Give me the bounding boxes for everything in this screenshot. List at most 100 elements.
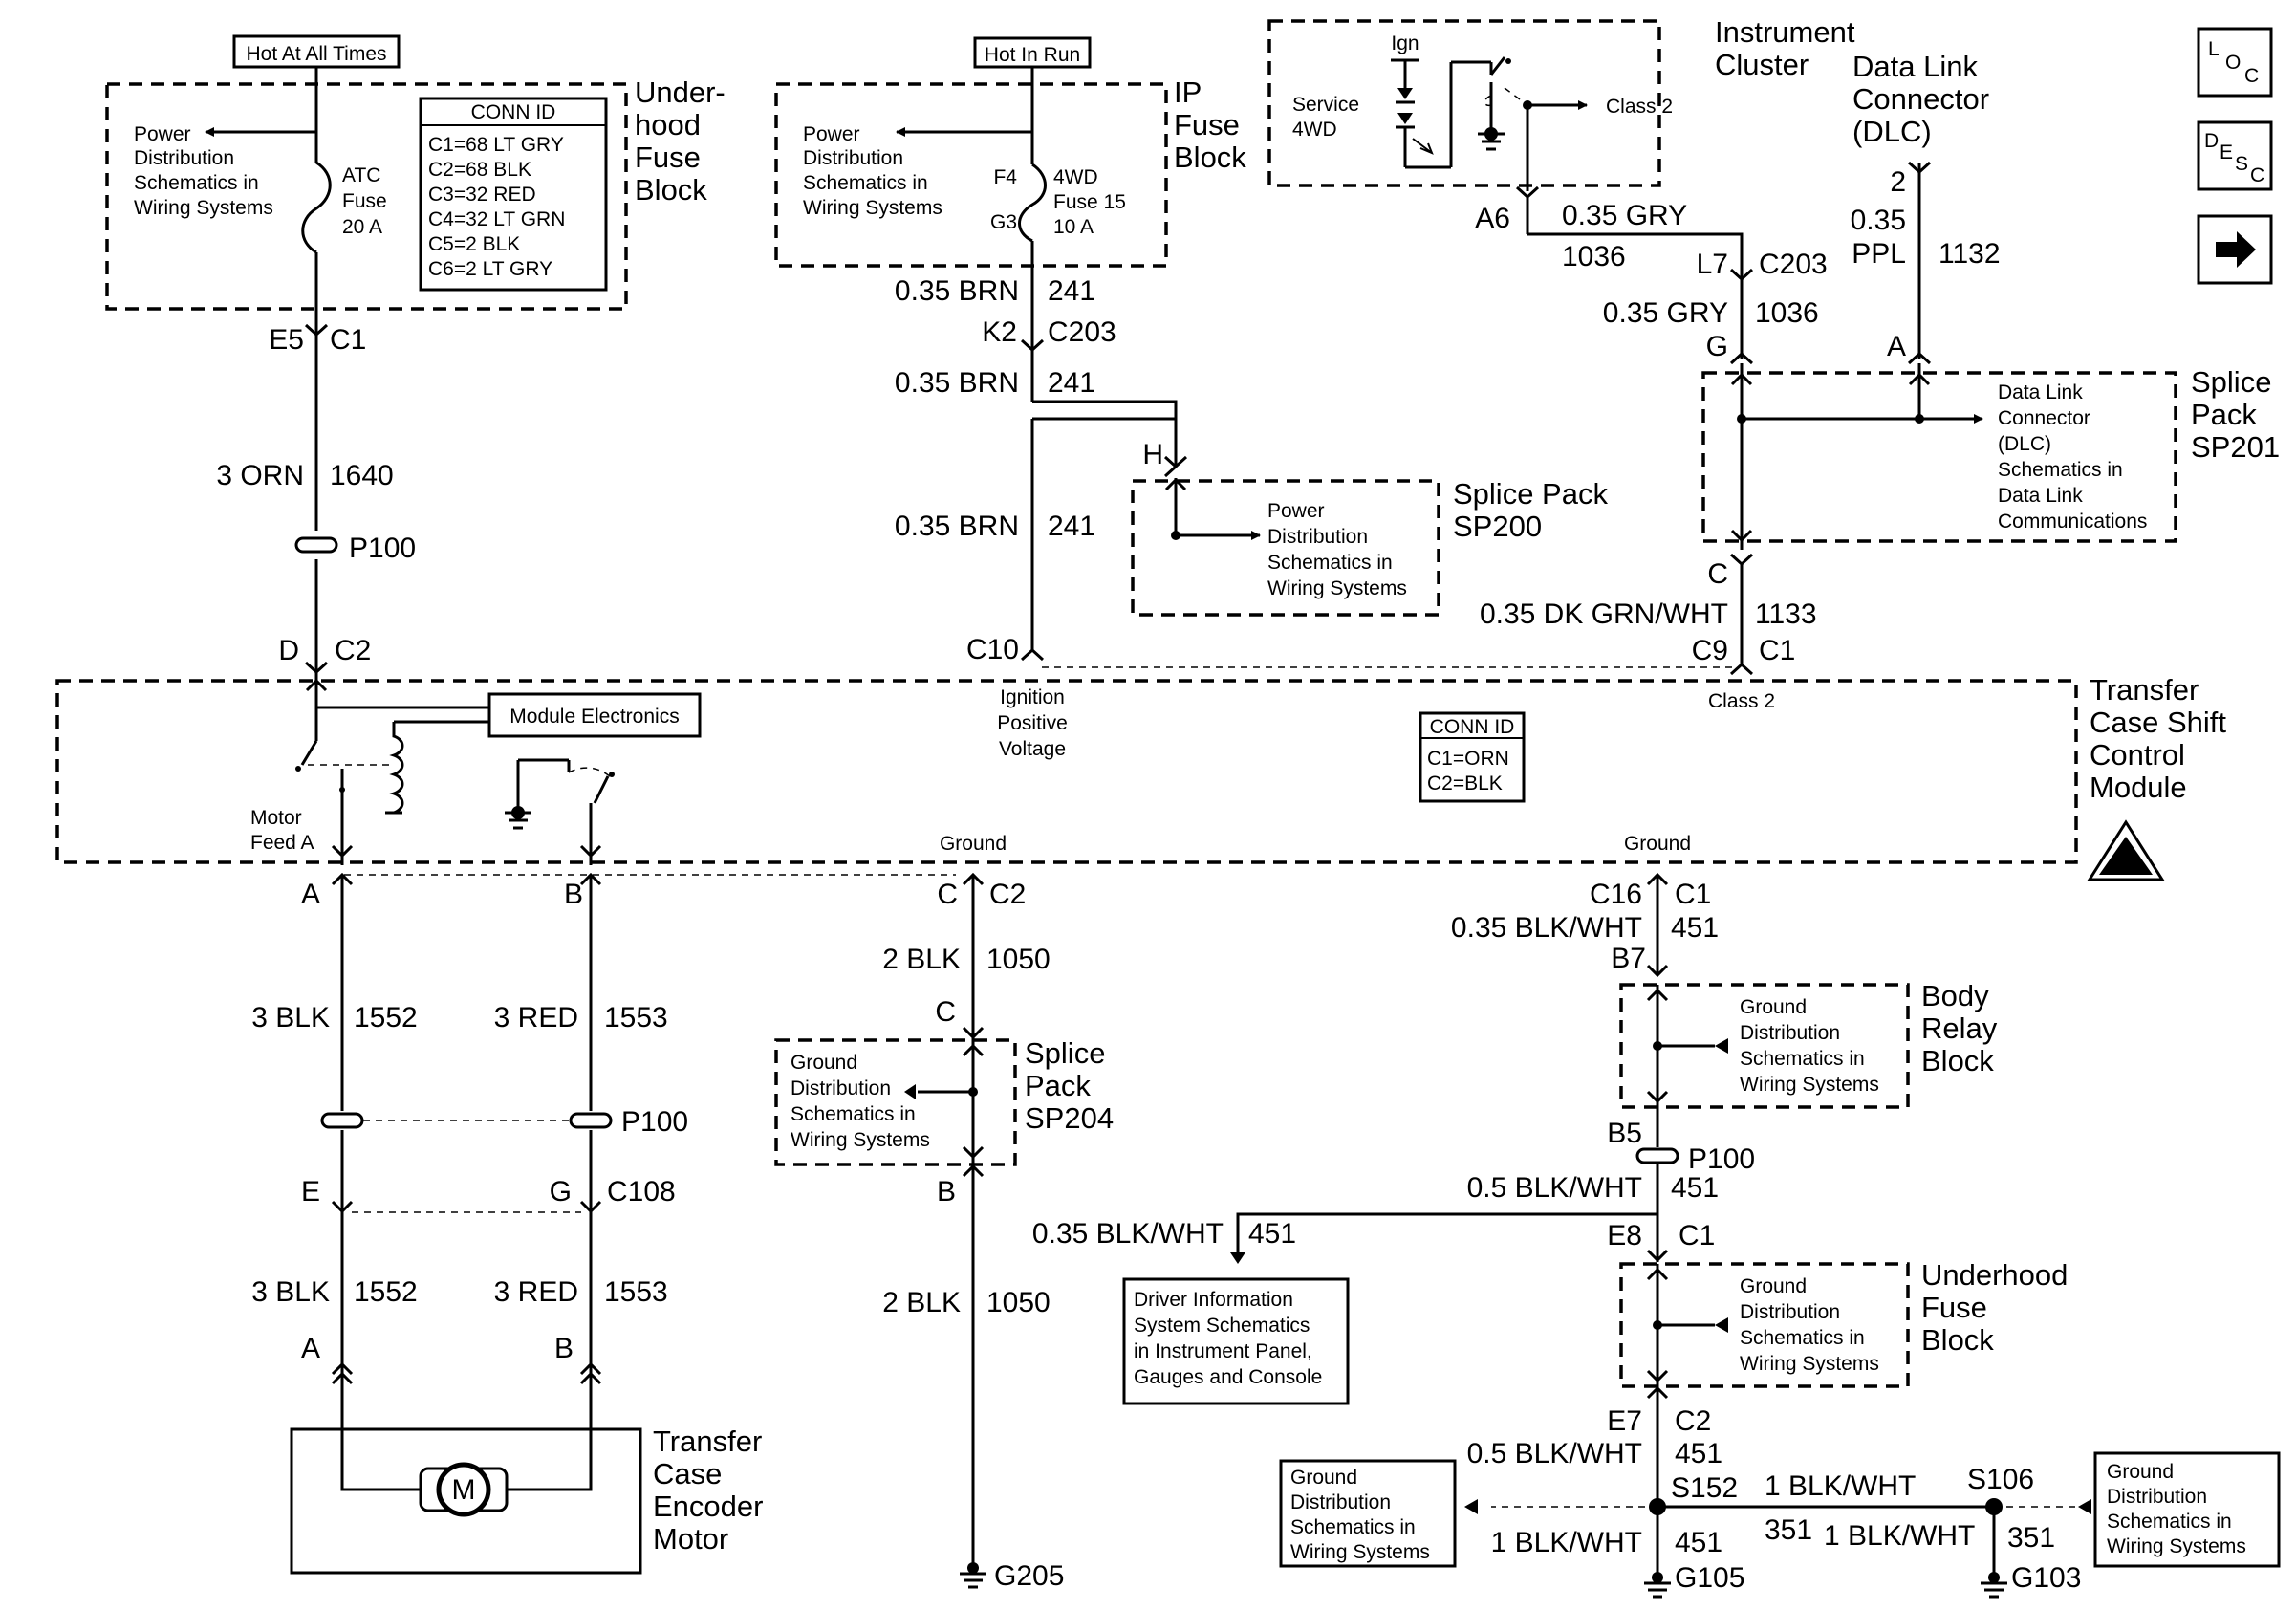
circuit-1553: 1553 — [604, 1002, 668, 1033]
ip-fuse-block: Hot In Run IP Fuse Block Power Distribut… — [774, 36, 1246, 349]
pin-a6: A6 — [1475, 203, 1510, 234]
data-link-connector: Data Link Connector (DLC) 2 0.35 PPL 113… — [1851, 50, 2001, 365]
dlc-wire-color: PPL — [1852, 238, 1906, 270]
conn-c1: C1 — [1759, 635, 1795, 666]
sp201-ref: Data Link — [1998, 485, 2083, 507]
ground-icon — [960, 1572, 986, 1589]
gnd-ref-3: Schematics in — [791, 1103, 916, 1125]
p100-label: P100 — [349, 533, 416, 564]
gnd-ref-1: Ground — [1740, 996, 1807, 1018]
nav-desc-button[interactable]: D E S C — [2197, 120, 2273, 191]
wire-241: 0.35 BRN 241 K2 C203 0.35 BRN 241 0.35 B… — [895, 275, 1188, 665]
dis-ref-4: Gauges and Console — [1134, 1366, 1322, 1388]
pin-b: B — [564, 879, 583, 910]
power-ref-4: Wiring Systems — [803, 197, 942, 219]
wire-color-gry: 0.35 GRY — [1603, 297, 1728, 329]
conn-c203: C203 — [1048, 316, 1116, 348]
arrow-right-icon — [2216, 231, 2256, 268]
sp204-title-3: SP204 — [1025, 1101, 1114, 1135]
class2-switch — [1489, 56, 1506, 76]
atc-fuse-label-3: 20 A — [342, 216, 382, 238]
conn-c203: C203 — [1759, 249, 1828, 280]
pin-c10: C10 — [966, 634, 1019, 665]
ic-title-2: Cluster — [1715, 48, 1809, 81]
module-title-2: Case Shift — [2090, 706, 2226, 739]
conn-c108: C108 — [607, 1176, 676, 1208]
pin-e5: E5 — [269, 324, 304, 356]
hot-at-all-times-label: Hot At All Times — [246, 43, 386, 65]
motor-title-4: Motor — [653, 1522, 728, 1556]
motor-title-1: Transfer — [653, 1425, 762, 1458]
gnd-ref-right-box — [2093, 1451, 2281, 1568]
sp201-title-2: Pack — [2191, 398, 2257, 431]
pin-a: A — [301, 1333, 320, 1364]
wire-color-red: 3 RED — [494, 1002, 578, 1033]
sp200-ref-2: Distribution — [1267, 526, 1368, 548]
pin-g: G — [1706, 331, 1728, 362]
wire-color-brn: 0.35 BRN — [895, 275, 1019, 307]
pin-g3: G3 — [990, 211, 1017, 233]
loc-letter: O — [2225, 52, 2241, 74]
pin-k2: K2 — [982, 316, 1017, 348]
circuit-241: 241 — [1048, 367, 1095, 399]
sp200-title-1: Splice Pack — [1453, 477, 1608, 511]
underhood-fuse-box-outline — [105, 82, 628, 311]
circuit-451: 451 — [1675, 1527, 1722, 1558]
conn-id-row: C3=32 RED — [428, 184, 536, 206]
underhood-title-1: Under- — [635, 76, 726, 109]
transfer-case-shift-module: Transfer Case Shift Control Module Modul… — [55, 673, 2226, 881]
gnd-ref-3: Schematics in — [2107, 1511, 2232, 1533]
wire-color-blk: 3 BLK — [251, 1002, 330, 1033]
circuit-1036: 1036 — [1562, 241, 1626, 272]
ic-title-1: Instrument — [1715, 15, 1855, 49]
pin-c: C — [1707, 558, 1728, 590]
gnd-ref-2: Distribution — [2107, 1486, 2207, 1508]
gnd-ref-1: Ground — [2107, 1461, 2174, 1483]
circuit-451: 451 — [1675, 1438, 1722, 1469]
underhood-title-3: Fuse — [635, 141, 701, 174]
ground-g103: G103 — [2011, 1562, 2081, 1594]
motor-feed-label-1: Motor — [250, 807, 302, 829]
circuit-1050: 1050 — [986, 944, 1051, 975]
wire-color-blk: 2 BLK — [882, 1287, 961, 1318]
esd-sensitive-icon — [2087, 819, 2165, 881]
pin-a: A — [1887, 331, 1906, 362]
gnd-ref-3: Schematics in — [1740, 1048, 1865, 1070]
circuit-1132: 1132 — [1939, 238, 2001, 270]
underhood-title-3: Block — [1921, 1323, 1994, 1357]
ign-label: Ign — [1391, 33, 1419, 54]
gnd-ref-left-box — [1279, 1459, 1457, 1568]
light-emission-icon — [1412, 138, 1434, 155]
hot-in-run-label: Hot In Run — [985, 44, 1080, 66]
module-electronics-box — [487, 692, 702, 738]
conn-id-row: C6=2 LT GRY — [428, 258, 552, 280]
circuit-351: 351 — [1765, 1514, 1812, 1546]
splice-s152-label: S152 — [1671, 1472, 1738, 1504]
ground-g105: G105 — [1675, 1562, 1744, 1594]
module-outline — [55, 679, 2078, 864]
gnd-ref-4: Wiring Systems — [1740, 1353, 1879, 1375]
pin-c9: C9 — [1692, 635, 1728, 666]
circuit-1133: 1133 — [1755, 598, 1817, 630]
wire-color-blkwht: 0.35 BLK/WHT — [1032, 1218, 1224, 1250]
nav-next-button[interactable] — [2197, 214, 2273, 285]
nav-loc-button[interactable]: L O C — [2197, 27, 2273, 98]
desc-letter: S — [2235, 153, 2248, 175]
conn-id-title: CONN ID — [1430, 716, 1515, 738]
module-switch — [593, 775, 610, 804]
dis-ref-3: in Instrument Panel, — [1134, 1340, 1312, 1362]
underhood-conn-id-box — [419, 97, 608, 292]
fuse15-label-2: Fuse 15 — [1053, 191, 1126, 213]
relay-coil-icon — [389, 722, 404, 815]
wire-color-blk: 3 BLK — [251, 1276, 330, 1308]
wire-color-dkgrn: 0.35 DK GRN/WHT — [1480, 598, 1728, 630]
gnd-ref-2: Distribution — [1740, 1301, 1840, 1323]
wire-color-blkwht: 0.5 BLK/WHT — [1467, 1172, 1642, 1204]
module-title-1: Transfer — [2090, 673, 2199, 707]
wire-1036: A6 0.35 GRY 1036 L7 C203 0.35 GRY 1036 G — [1475, 185, 1828, 365]
circuit-241: 241 — [1048, 511, 1095, 542]
wire-1133: C 0.35 DK GRN/WHT 1133 C9 C1 — [1042, 553, 1817, 676]
module-electronics-label: Module Electronics — [509, 706, 679, 728]
body-relay-title-1: Body — [1921, 979, 1989, 1012]
